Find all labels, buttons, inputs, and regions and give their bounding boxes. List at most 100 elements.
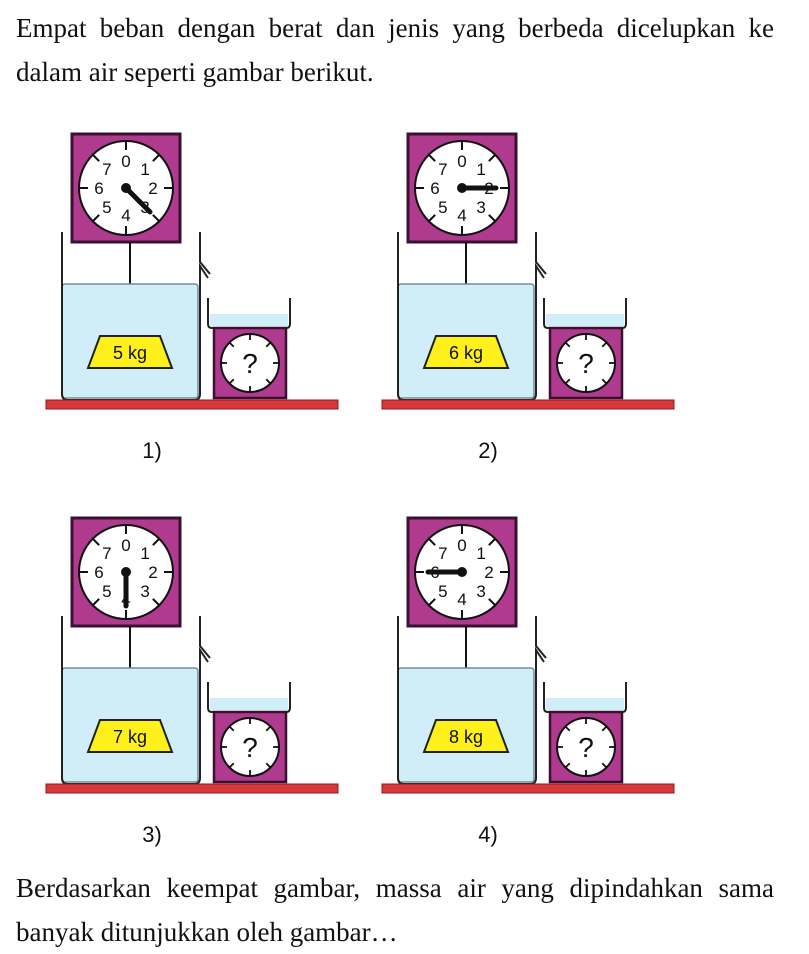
dial-number: 4 — [121, 206, 130, 225]
panel-caption: 3) — [142, 822, 162, 847]
weight-label: 6 kg — [449, 343, 483, 363]
dial-tick — [488, 154, 496, 162]
dial-tick — [152, 598, 160, 606]
dial-number: 7 — [102, 160, 111, 179]
scale-dial-tick — [564, 341, 571, 348]
dial-tick — [428, 214, 436, 222]
scale-dial-tick — [228, 341, 235, 348]
dial-tick — [488, 598, 496, 606]
overflow-spout — [199, 616, 211, 659]
scale-beaker-diagram: 012345678 kg?4) — [381, 516, 675, 847]
dial-number: 2 — [484, 563, 493, 582]
dial-number: 5 — [102, 198, 111, 217]
table-surface — [381, 783, 675, 794]
dial-number: 1 — [140, 160, 149, 179]
scale-dial-tick — [228, 762, 235, 769]
dial-number: 6 — [94, 563, 103, 582]
unknown-reading-mark: ? — [242, 348, 258, 379]
table-surface — [45, 399, 339, 410]
unknown-reading-mark: ? — [578, 348, 594, 379]
pointer-pivot — [457, 183, 467, 193]
pointer-pivot — [121, 183, 131, 193]
dial-tick — [428, 598, 436, 606]
dial-tick — [428, 154, 436, 162]
dial-tick — [488, 214, 496, 222]
figure-panel-3: 012345677 kg?3) — [42, 512, 342, 872]
dial-tick — [92, 538, 100, 546]
catch-cup-water — [210, 314, 288, 326]
dial-number: 6 — [94, 179, 103, 198]
weight-block — [422, 719, 510, 753]
weight-block — [86, 335, 174, 369]
dial-number: 0 — [121, 152, 130, 171]
dial-number: 0 — [121, 536, 130, 555]
figure-panel-1: 012345675 kg?1) — [42, 128, 342, 488]
scale-dial-tick — [265, 378, 272, 385]
weight-label: 7 kg — [113, 727, 147, 747]
overflow-spout — [535, 616, 547, 659]
intro-paragraph: Empat beban dengan berat dan jenis yang … — [16, 13, 774, 87]
figure-panel-2: 012345676 kg?2) — [378, 128, 678, 488]
dial-number: 7 — [438, 544, 447, 563]
dial-number: 3 — [140, 582, 149, 601]
dial-number: 2 — [148, 179, 157, 198]
panel-caption: 4) — [478, 822, 498, 847]
dial-number: 1 — [476, 544, 485, 563]
panel-caption: 2) — [478, 438, 498, 463]
question-paragraph: Berdasarkan keempat gambar, massa air ya… — [16, 873, 774, 947]
scale-dial-tick — [601, 378, 608, 385]
unknown-reading-mark: ? — [578, 732, 594, 763]
weight-block — [422, 335, 510, 369]
scale-dial-tick — [265, 725, 272, 732]
scale-dial-tick — [564, 378, 571, 385]
dial-tick — [152, 154, 160, 162]
dial-tick — [92, 154, 100, 162]
scale-dial-tick — [564, 725, 571, 732]
pointer-pivot — [121, 567, 131, 577]
pointer-pivot — [457, 567, 467, 577]
figure-panel-4: 012345678 kg?4) — [378, 512, 678, 872]
dial-tick — [428, 538, 436, 546]
dial-number: 2 — [148, 563, 157, 582]
weight-block — [86, 719, 174, 753]
scale-dial-tick — [228, 725, 235, 732]
dial-number: 7 — [438, 160, 447, 179]
dial-tick — [488, 538, 496, 546]
panel-caption: 1) — [142, 438, 162, 463]
dial-number: 5 — [438, 198, 447, 217]
catch-cup-water — [546, 698, 624, 710]
table-surface — [45, 783, 339, 794]
overflow-spout — [535, 232, 547, 275]
weight-label: 8 kg — [449, 727, 483, 747]
dial-number: 0 — [457, 536, 466, 555]
overflow-spout — [199, 232, 211, 275]
dial-number: 7 — [102, 544, 111, 563]
dial-number: 0 — [457, 152, 466, 171]
dial-tick — [92, 214, 100, 222]
scale-beaker-diagram: 012345676 kg?2) — [381, 132, 675, 463]
scale-dial-tick — [601, 341, 608, 348]
dial-number: 3 — [476, 582, 485, 601]
scale-beaker-diagram: 012345675 kg?1) — [45, 132, 339, 463]
dial-tick — [152, 538, 160, 546]
dial-pointer — [123, 185, 153, 215]
dial-number: 1 — [140, 544, 149, 563]
unknown-reading-mark: ? — [242, 732, 258, 763]
catch-cup-water — [210, 698, 288, 710]
dial-number: 1 — [476, 160, 485, 179]
scale-dial-tick — [265, 341, 272, 348]
dial-number: 6 — [430, 179, 439, 198]
scale-dial-tick — [265, 762, 272, 769]
scale-dial-tick — [564, 762, 571, 769]
dial-number: 5 — [102, 582, 111, 601]
dial-number: 4 — [457, 590, 466, 609]
dial-tick — [152, 214, 160, 222]
dial-number: 3 — [476, 198, 485, 217]
scale-beaker-diagram: 012345677 kg?3) — [45, 516, 339, 847]
dial-number: 4 — [457, 206, 466, 225]
dial-tick — [92, 598, 100, 606]
catch-cup-water — [546, 314, 624, 326]
scale-dial-tick — [601, 725, 608, 732]
scale-dial-tick — [228, 378, 235, 385]
dial-number: 5 — [438, 582, 447, 601]
